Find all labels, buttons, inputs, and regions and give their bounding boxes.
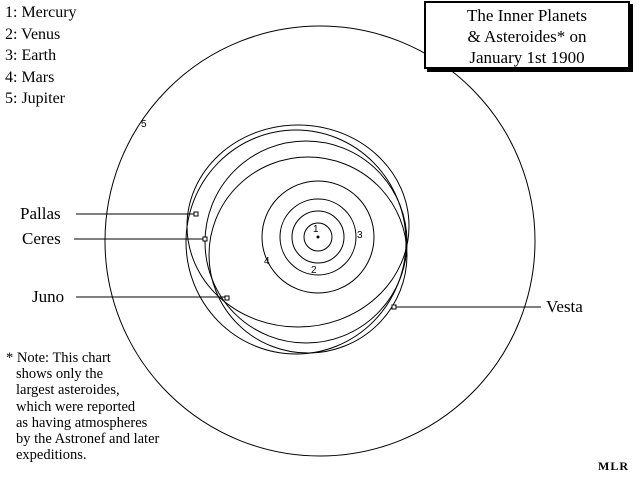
planet-legend: 1: Mercury 2: Venus 3: Earth 4: Mars 5: … [5, 2, 77, 110]
sun [316, 235, 320, 239]
venus-marker: 2 [311, 265, 317, 276]
legend-item-mercury: 1: Mercury [5, 4, 77, 21]
vesta-label: Vesta [546, 297, 583, 316]
legend-item-earth: 3: Earth [5, 47, 57, 64]
ceres-label: Ceres [22, 229, 61, 248]
mercury-marker: 1 [313, 224, 319, 235]
earth-marker: 3 [357, 230, 363, 241]
note-line: which were reported [16, 398, 136, 415]
title-line-3: January 1st 1900 [469, 48, 585, 67]
author-signature: MLR [598, 459, 629, 473]
note-line: expeditions. [16, 447, 87, 464]
title-line-2: & Asteroides* on [467, 27, 587, 46]
legend-item-mars: 4: Mars [5, 68, 55, 86]
juno-marker [224, 295, 230, 301]
juno-label: Juno [32, 287, 65, 306]
pallas-label: Pallas [20, 204, 61, 223]
note-line: as having atmospheres [16, 414, 148, 431]
legend-item-jupiter: 5: Jupiter [5, 90, 65, 107]
asteroid-orbit-b [204, 140, 408, 344]
title-box: The Inner Planets & Asteroides* on Janua… [424, 1, 630, 69]
legend-item-venus: 2: Venus [5, 25, 61, 43]
venus-orbit [291, 210, 345, 264]
jupiter-marker: 5 [141, 119, 147, 130]
vesta-marker [391, 304, 397, 310]
earth-orbit [279, 198, 357, 276]
mars-orbit [261, 180, 375, 294]
asteroid-orbit-c [185, 129, 407, 355]
footnote: * Note: This chart shows only the larges… [6, 350, 159, 463]
mars-marker: 4 [264, 256, 270, 267]
ceres-marker [202, 236, 208, 242]
note-line: by the Astronef and later [16, 431, 160, 448]
title-line-1: The Inner Planets [467, 6, 587, 25]
note-line: shows only the [16, 366, 103, 383]
pallas-marker [193, 211, 199, 217]
asteroid-orbit-d [208, 156, 408, 354]
mercury-orbit [303, 222, 333, 252]
jupiter-orbit [104, 25, 536, 457]
note-line: largest asteroides, [16, 382, 120, 399]
note-line: * Note: This chart [6, 350, 111, 366]
